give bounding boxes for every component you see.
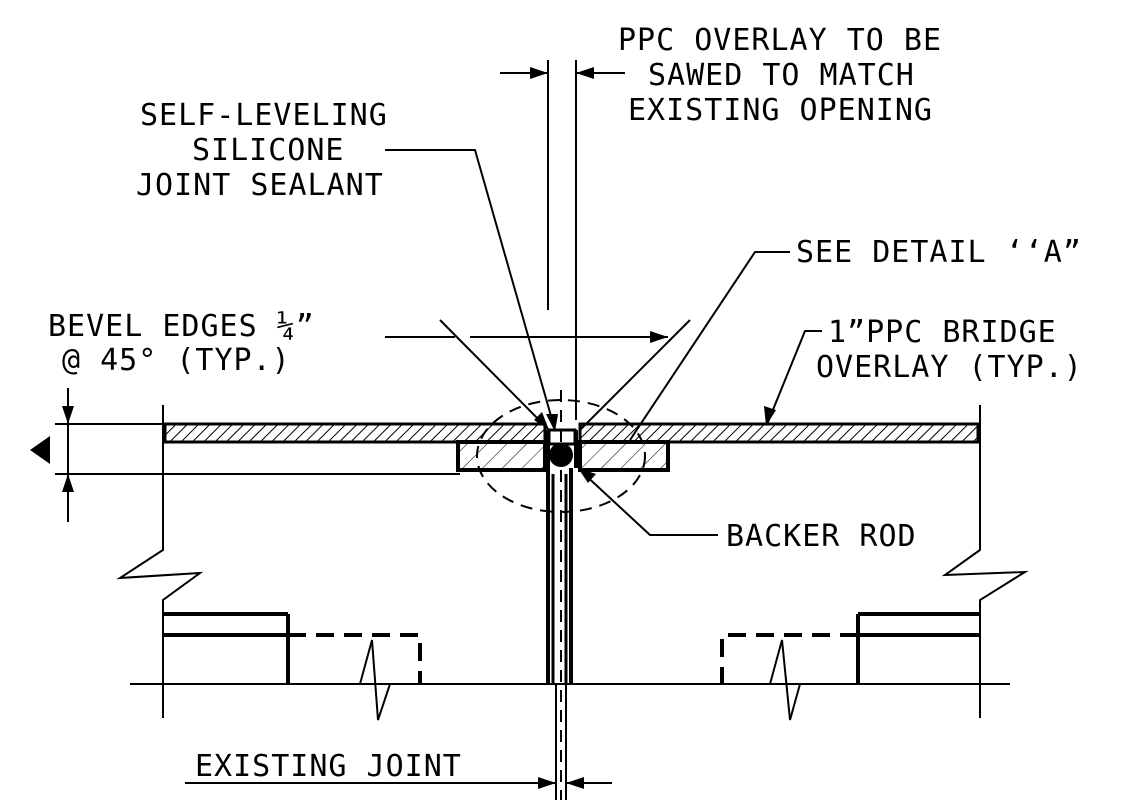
- joint-header-block: [456, 428, 670, 684]
- backer-rod-label: BACKER ROD: [726, 519, 917, 554]
- top-dimension: [500, 60, 625, 420]
- girders: [163, 612, 980, 721]
- sealant-label-2: SILICONE: [192, 133, 345, 168]
- ppc-overlay: [163, 422, 980, 444]
- see-detail-label: SEE DETAIL ‘‘A”: [796, 235, 1082, 270]
- sealant-label-1: SELF-LEVELING: [140, 98, 388, 133]
- ppc-overlay-label-2: SAWED TO MATCH: [648, 58, 915, 93]
- leaders: [185, 149, 822, 789]
- labels: PPC OVERLAY TO BE SAWED TO MATCH EXISTIN…: [48, 23, 1083, 784]
- section-arrow-icon: [30, 436, 50, 464]
- thickness-dimension: [30, 388, 163, 522]
- ppc-overlay-label-1: PPC OVERLAY TO BE: [618, 23, 942, 58]
- ppc-overlay-label-3: EXISTING OPENING: [628, 93, 933, 128]
- bevel-label-2: @ 45° (TYP.): [62, 343, 291, 378]
- existing-joint-label: EXISTING JOINT: [195, 749, 462, 784]
- sealant-label-3: JOINT SEALANT: [136, 168, 384, 203]
- bevel-label-1: BEVEL EDGES ¼”: [48, 309, 315, 344]
- bridge-overlay-label-2: OVERLAY (TYP.): [816, 350, 1083, 385]
- bridge-overlay-label-1: 1”PPC BRIDGE: [828, 315, 1057, 350]
